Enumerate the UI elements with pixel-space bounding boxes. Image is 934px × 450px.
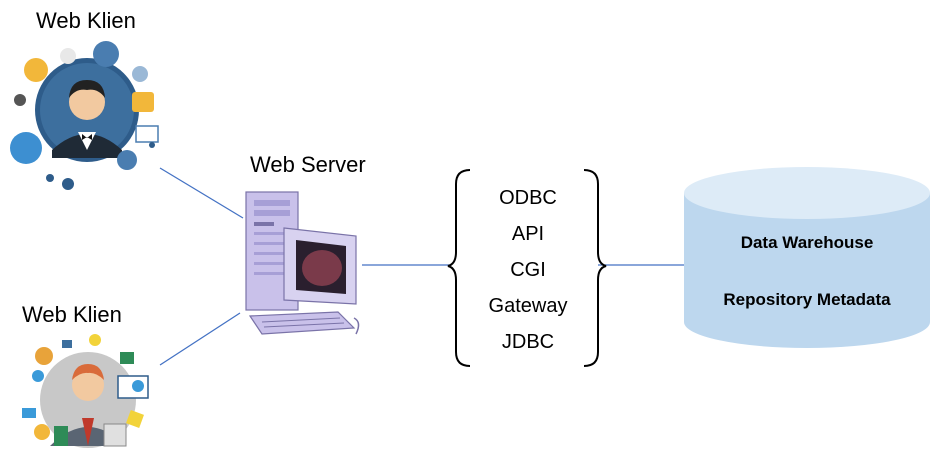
connector-client2-server [159,312,241,366]
web-server-label: Web Server [250,152,366,177]
right-brace-icon [583,169,607,367]
interface-item-odbc: ODBC [499,187,557,209]
web-client-1-icon [10,41,159,190]
interface-item-gateway: Gateway [488,295,568,317]
connector-client1-server [159,167,244,219]
database-cylinder-icon [684,167,930,348]
web-client-2-label: Web Klien [22,302,122,327]
database-label-data-warehouse: Data Warehouse [740,233,874,252]
interface-list: ODBC API CGI Gateway JDBC [458,180,598,360]
web-client-2-icon [22,334,149,448]
database-label-repository-metadata: Repository Metadata [723,290,891,309]
web-client-1-label: Web Klien [36,8,136,33]
interface-item-jdbc: JDBC [501,331,555,353]
left-brace-icon [447,169,471,367]
interface-item-cgi: CGI [510,259,546,281]
interface-item-api: API [511,223,545,245]
web-server-computer-icon [245,191,360,335]
